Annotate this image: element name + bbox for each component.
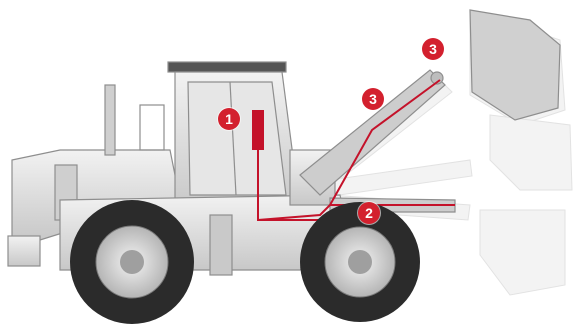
callout-2-badge: 2 (358, 202, 380, 224)
callout-1-badge: 1 (218, 108, 240, 130)
callout-3-top-badge: 3 (422, 38, 444, 60)
callout-3-badge: 3 (362, 88, 384, 110)
rear-wheel (70, 200, 194, 324)
control-valve (252, 110, 264, 150)
cab (168, 62, 300, 210)
